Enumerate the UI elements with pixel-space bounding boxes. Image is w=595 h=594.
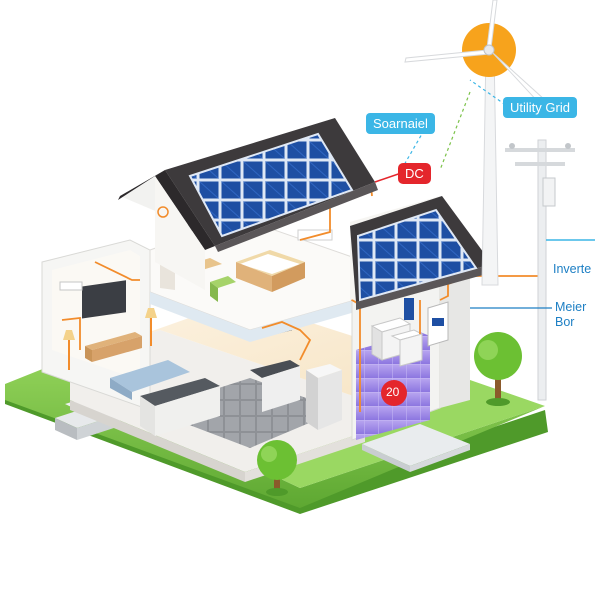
tree-icon [257, 440, 297, 496]
inverter-unit-icon [390, 329, 424, 367]
tv-icon [82, 280, 126, 319]
floor-lamp-icon [63, 330, 75, 370]
battery-indicator [381, 380, 407, 406]
living-room [41, 239, 190, 411]
walkway [362, 424, 470, 472]
inverter-label: Inverte [553, 262, 592, 276]
meter-label-line2: Bor [555, 315, 575, 329]
main-roof [118, 118, 378, 290]
side-roof [350, 196, 494, 310]
solar-panel-array [356, 208, 478, 302]
upper-floor [149, 212, 356, 342]
meter-box-icon [427, 301, 449, 347]
solar-panel-label: Soarnaiel [366, 113, 435, 134]
floor-lamp-icon [145, 308, 157, 346]
solar-panel-array [188, 132, 354, 238]
battery-value: 20 [386, 385, 400, 399]
dc-label: DC [398, 163, 431, 184]
utility-pole [505, 139, 595, 401]
tree-icon [474, 332, 522, 406]
wind-turbine [404, 0, 546, 286]
utility-grid-label: Utility Grid [503, 97, 577, 118]
meter-label-line1: Meier [555, 300, 587, 314]
